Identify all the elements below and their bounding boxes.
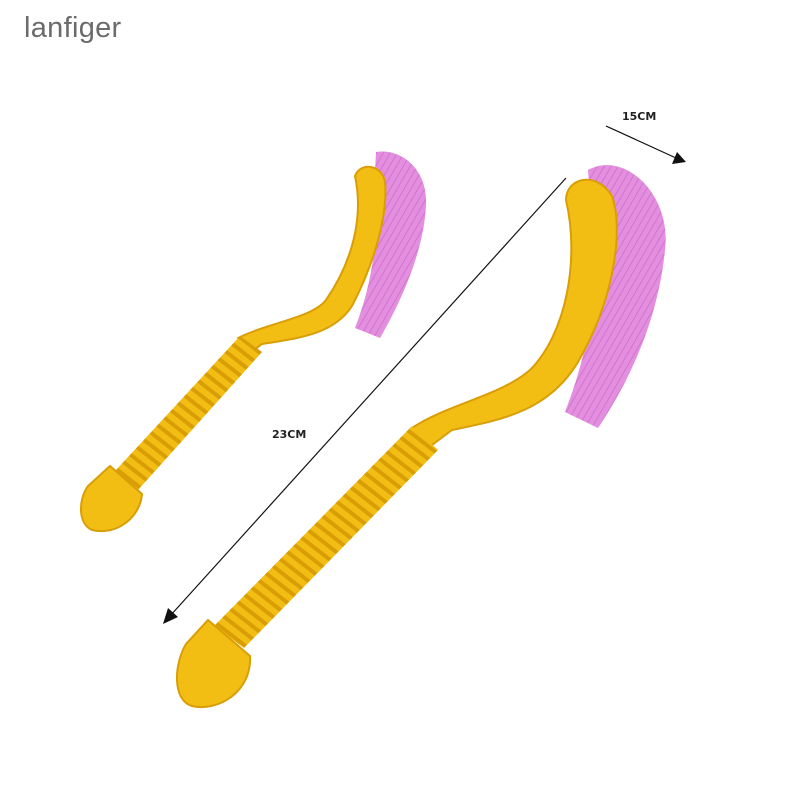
small-brush-ribbed-grip (116, 336, 262, 490)
large-brush (175, 165, 666, 708)
brand-watermark: lanfiger (24, 12, 122, 44)
large-brush-end-cap (175, 618, 252, 708)
length-measure-arrow (163, 177, 567, 624)
width-measure-arrow (605, 125, 686, 164)
small-brush-bristles (355, 151, 427, 338)
small-brush-handle-neck (236, 166, 387, 358)
large-brush-bristles (565, 165, 666, 428)
large-brush-ribbed-grip (214, 426, 438, 648)
large-brush-handle-neck (410, 178, 618, 450)
width-dimension-label: 15CM (622, 110, 657, 123)
small-brush-end-cap (80, 464, 144, 533)
length-dimension-label: 23CM (272, 428, 307, 441)
small-brush (80, 151, 427, 533)
